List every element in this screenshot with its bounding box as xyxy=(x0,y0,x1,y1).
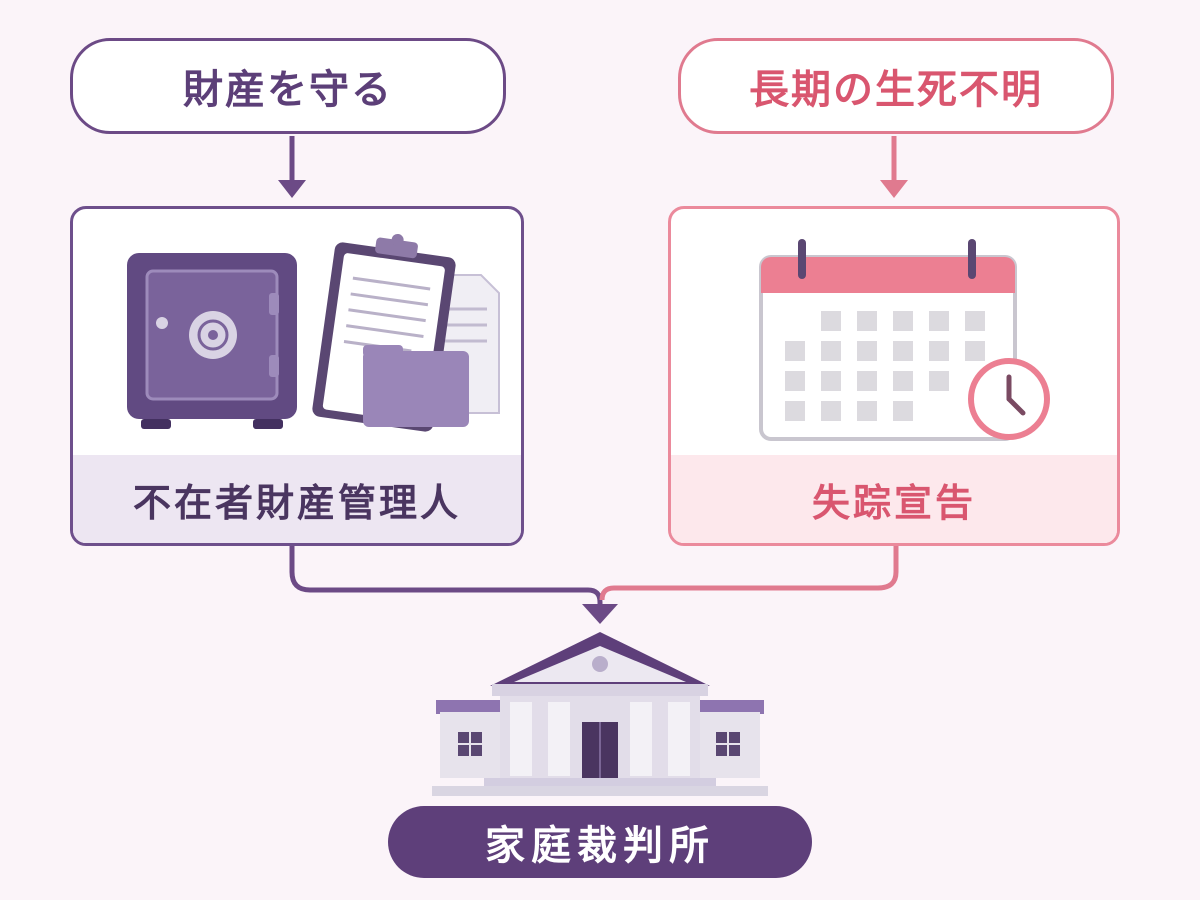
absentee-property-administrator-label: 不在者財産管理人 xyxy=(73,455,521,543)
goal-long-term-missing-label: 長期の生死不明 xyxy=(749,67,1043,113)
folder-icon xyxy=(363,345,469,427)
absentee-property-administrator-card: 不在者財産管理人 xyxy=(70,206,524,546)
declaration-of-disappearance-label: 失踪宣告 xyxy=(671,455,1117,543)
goal-protect-property-label: 財産を守る xyxy=(183,67,393,113)
arrow-right-down xyxy=(880,136,908,198)
calendar-icon xyxy=(759,239,1017,441)
goal-long-term-missing-pill: 長期の生死不明 xyxy=(678,38,1114,134)
connector-left xyxy=(289,546,603,606)
arrow-merge xyxy=(582,604,618,624)
declaration-of-disappearance-card: 失踪宣告 xyxy=(668,206,1120,546)
safe-icon xyxy=(127,253,297,429)
family-court-label: 家庭裁判所 xyxy=(485,823,715,869)
arrow-left-down xyxy=(278,136,306,198)
family-court-pill: 家庭裁判所 xyxy=(388,806,812,878)
goal-protect-property-pill: 財産を守る xyxy=(70,38,506,134)
clock-icon xyxy=(968,358,1050,440)
connector-right xyxy=(599,546,899,601)
courthouse-icon xyxy=(432,632,768,796)
